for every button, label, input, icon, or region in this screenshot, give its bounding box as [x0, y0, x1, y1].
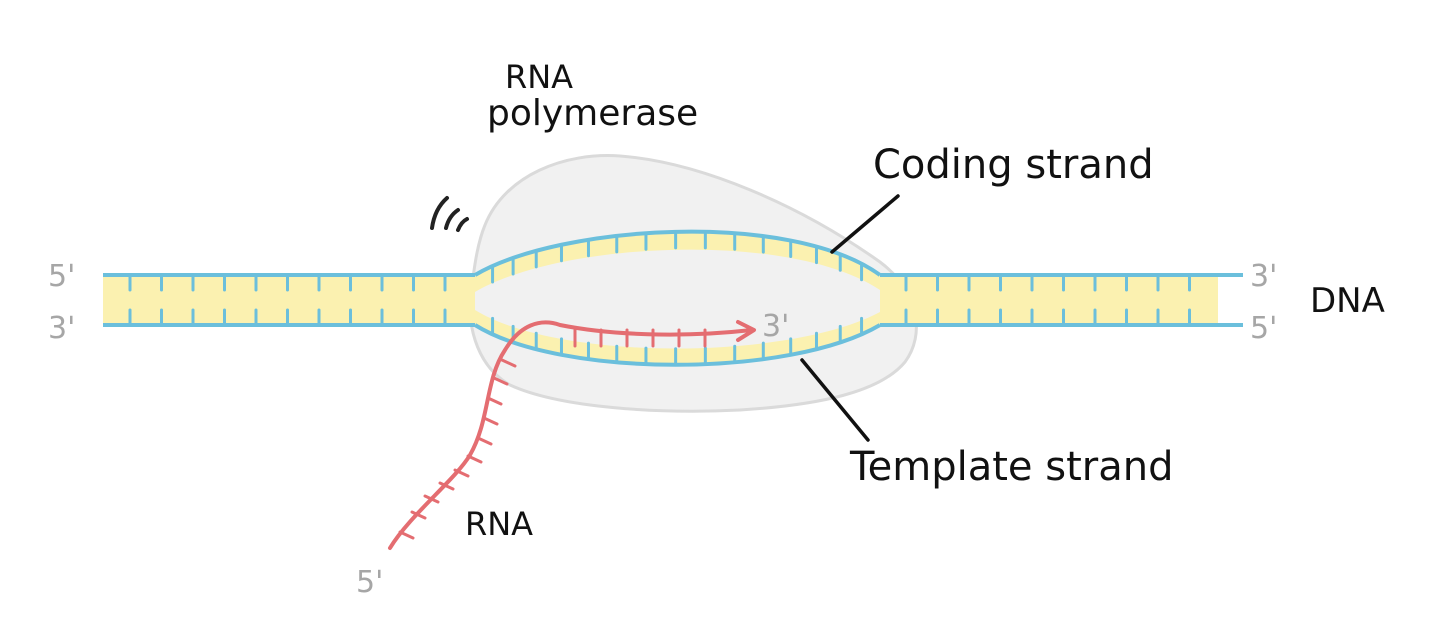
motion-lines-icon — [430, 196, 469, 232]
rna-label: RNA — [465, 505, 533, 543]
bubble-top-basepairs — [475, 231, 880, 292]
base-tick — [482, 416, 499, 426]
template-strand-leader — [800, 358, 870, 442]
template-strand-line — [103, 323, 1243, 367]
rna-tail-end-label: 5' — [356, 565, 383, 600]
coding-strand-leader — [830, 194, 900, 254]
left-bottom-end-label: 3' — [48, 311, 75, 346]
rna-polymerase-blob — [468, 154, 918, 413]
bubble-bottom-basepairs — [475, 310, 880, 365]
coding-strand-label: Coding strand — [873, 142, 1154, 188]
right-top-end-label: 3' — [1250, 259, 1277, 294]
left-top-end-label: 5' — [48, 259, 75, 294]
polymerase-label-line1: RNA — [505, 58, 573, 96]
template-strand-label: Template strand — [849, 444, 1173, 490]
polymerase-label-line2: polymerase — [487, 93, 698, 134]
base-tick — [492, 376, 509, 386]
arrowhead-icon — [736, 320, 756, 342]
dna-base-ticks — [128, 232, 1191, 365]
rna-tip-end-label: 3' — [762, 309, 789, 344]
dna-label: DNA — [1310, 281, 1385, 321]
base-tick — [500, 358, 517, 368]
rna-strand — [388, 320, 754, 550]
base-tick — [486, 396, 503, 406]
right-bottom-end-label: 5' — [1250, 311, 1277, 346]
dna-right-basepairs — [880, 275, 1218, 325]
coding-strand-line — [103, 229, 1243, 277]
base-tick — [476, 436, 493, 446]
